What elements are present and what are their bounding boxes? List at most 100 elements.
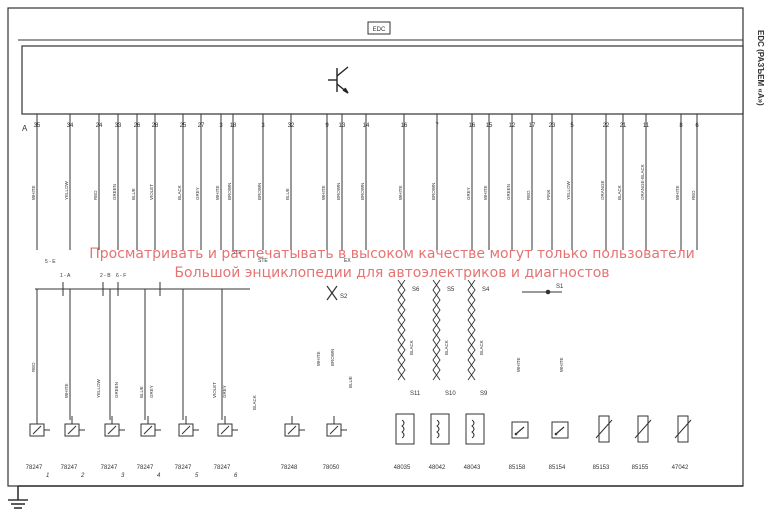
component-number: 3 bbox=[121, 473, 125, 479]
pin-wire-color: WHITE bbox=[398, 186, 403, 201]
component-code: 85154 bbox=[549, 465, 566, 471]
module-label: EDC bbox=[373, 27, 386, 33]
branch-label-b2: 1 - A bbox=[60, 273, 71, 279]
coil-diagonal bbox=[329, 425, 339, 435]
pin-wire-color: BLACK bbox=[177, 185, 182, 200]
module-label-box bbox=[367, 21, 391, 35]
pin-wire-color: RED bbox=[691, 190, 696, 200]
pin-wire-color: VIOLET bbox=[149, 184, 154, 200]
pin-number: 34 bbox=[67, 123, 74, 129]
pin-wire-color: GREY bbox=[195, 187, 200, 200]
branch-label-b6: STE bbox=[258, 258, 268, 264]
switch-contact bbox=[515, 426, 525, 435]
switch-pivot bbox=[554, 432, 558, 436]
branch-label-b7: EX bbox=[344, 258, 351, 264]
coil-diagonal bbox=[107, 425, 117, 435]
pin-number: 3 bbox=[219, 123, 223, 129]
pin-wire-color: GREEN bbox=[506, 184, 511, 200]
pin-wire-color: ORANGE bbox=[600, 180, 605, 200]
pin-number: 25 bbox=[180, 123, 187, 129]
lower-wire-w1: RED bbox=[31, 362, 36, 372]
pin-number: 14 bbox=[363, 123, 370, 129]
pin-wire-color: WHITE bbox=[215, 186, 220, 201]
pin-wire-color: RED bbox=[526, 190, 531, 200]
pin-number: 13 bbox=[339, 123, 346, 129]
coil-winding bbox=[471, 419, 475, 439]
component-85158-11: 85158 bbox=[509, 421, 529, 471]
pin-number: 17 bbox=[529, 123, 536, 129]
component-48042-9: 48042 bbox=[429, 413, 450, 471]
lower-wire-w11: BROWN bbox=[330, 349, 335, 366]
lower-wire-w15: BLACK bbox=[479, 340, 484, 355]
component-code: 48043 bbox=[464, 465, 481, 471]
component-78248-6: 78248 bbox=[281, 416, 305, 471]
pin-number: 16 bbox=[469, 123, 476, 129]
lower-wire-w2: WHITE bbox=[64, 384, 69, 399]
component-85155-14: 85155 bbox=[632, 415, 652, 471]
switch-s2-label: S2 bbox=[340, 294, 348, 300]
pin-wire-color: BLUE bbox=[131, 188, 136, 200]
lower-wire-w17: WHITE bbox=[559, 358, 564, 373]
component-48035-8: 48035 bbox=[394, 413, 415, 471]
lower-wire-w14: BLACK bbox=[444, 340, 449, 355]
pin-wire-color: WHITE bbox=[483, 186, 488, 201]
component-code: 78247 bbox=[137, 465, 154, 471]
component-number: 2 bbox=[80, 473, 85, 479]
component-code: 85158 bbox=[509, 465, 526, 471]
component-code: 85153 bbox=[593, 465, 610, 471]
lower-wire-w4: GREEN bbox=[114, 382, 119, 398]
pin-wire-color: WHITE bbox=[31, 186, 36, 201]
coil-diagonal bbox=[181, 425, 191, 435]
component-85154-12: 85154 bbox=[549, 421, 569, 471]
coil-diagonal bbox=[67, 425, 77, 435]
lower-wire-w8: GREY bbox=[222, 385, 227, 398]
pin-wire-color: RED bbox=[93, 190, 98, 200]
switch-s5-label: S5 bbox=[447, 287, 455, 293]
pin-number: 26 bbox=[134, 123, 141, 129]
switch-s10-label: S10 bbox=[445, 391, 456, 397]
pin-number: 3 bbox=[261, 123, 265, 129]
watermark-line-1: Просматривать и распечатывать в высоком … bbox=[89, 246, 695, 262]
component-number: 5 bbox=[195, 473, 199, 479]
component-code: 85155 bbox=[632, 465, 649, 471]
component-code: 78248 bbox=[281, 465, 298, 471]
switch-s9-label: S9 bbox=[480, 391, 488, 397]
transistor-icon bbox=[328, 66, 349, 94]
switch-contact bbox=[555, 426, 565, 435]
lower-wire-w6: GREY bbox=[149, 385, 154, 398]
pin-wire-color: YELLOW bbox=[64, 180, 69, 200]
lower-wire-w5: BLUE bbox=[139, 386, 144, 398]
lower-wire-w7: VIOLET bbox=[212, 382, 217, 398]
component-code: 78247 bbox=[101, 465, 118, 471]
pin-number: 24 bbox=[96, 123, 103, 129]
side-title: EDC (РАЗЪЕМ «A») bbox=[756, 30, 765, 106]
switch-s6-label: S6 bbox=[412, 287, 420, 293]
twisted-pairs bbox=[397, 279, 476, 381]
pin-number: 15 bbox=[486, 123, 493, 129]
pin-number: 35 bbox=[34, 123, 41, 129]
pin-wire-color: BLUE bbox=[285, 188, 290, 200]
lower-wire-w12: BLUE bbox=[348, 376, 353, 388]
component-code: 78050 bbox=[323, 465, 340, 471]
pin-number: 8 bbox=[679, 123, 683, 129]
component-code: 78247 bbox=[26, 465, 43, 471]
pin-number: 16 bbox=[401, 123, 408, 129]
component-code: 47042 bbox=[672, 465, 689, 471]
pin-number: 22 bbox=[603, 123, 610, 129]
